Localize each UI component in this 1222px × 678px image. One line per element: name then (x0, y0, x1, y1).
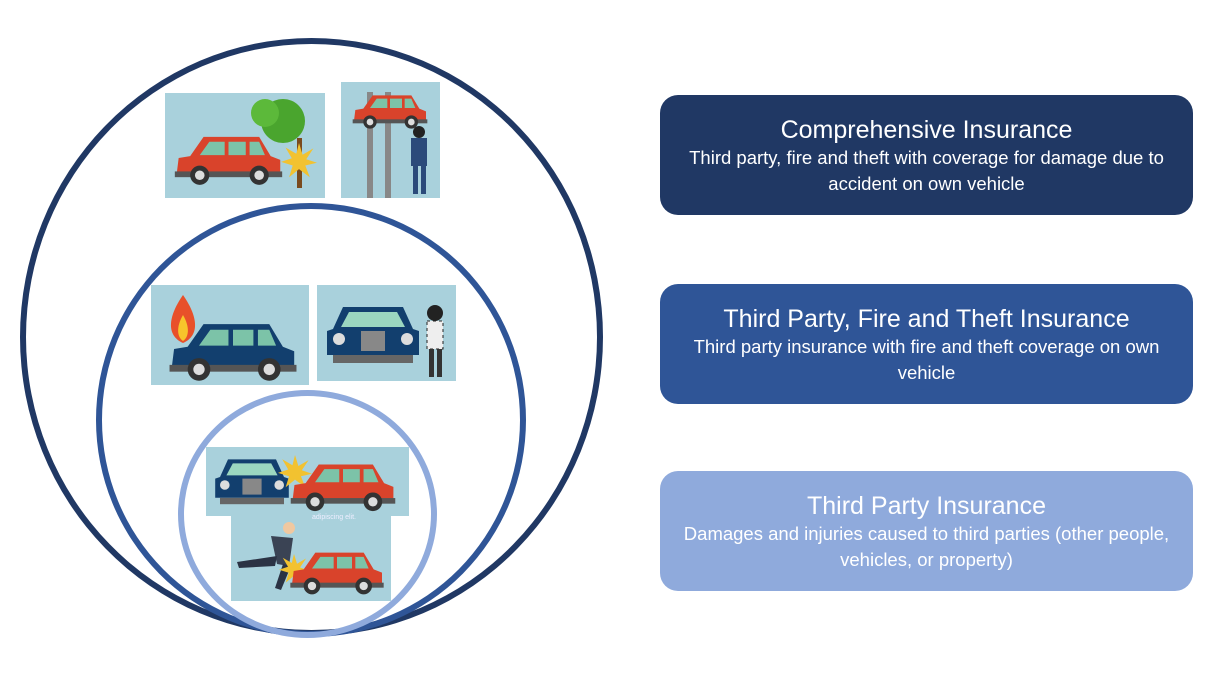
tier-description: Third party, fire and theft with coverag… (689, 147, 1164, 194)
car-repair-image (341, 82, 440, 198)
pedestrian-accident-image (231, 516, 391, 601)
car-hits-tree-image (165, 93, 325, 198)
tier-description: Damages and injuries caused to third par… (683, 523, 1170, 570)
tier-title: Third Party Insurance (807, 492, 1046, 520)
car-on-fire-image (151, 285, 309, 385)
third-party-ring (178, 390, 437, 638)
tier-comprehensive: Comprehensive Insurance Third party, fir… (660, 95, 1193, 215)
tier-description: Third party insurance with fire and thef… (693, 336, 1160, 383)
car-theft-image (317, 285, 456, 381)
tier-title: Comprehensive Insurance (780, 116, 1073, 144)
tier-title: Third Party, Fire and Theft Insurance (723, 305, 1130, 333)
tier-fire-theft: Third Party, Fire and Theft Insurance Th… (660, 284, 1193, 404)
illustration-caption: adipiscing elit. (312, 514, 356, 521)
tier-third-party: Third Party Insurance Damages and injuri… (660, 471, 1193, 591)
car-collision-image (206, 447, 409, 516)
